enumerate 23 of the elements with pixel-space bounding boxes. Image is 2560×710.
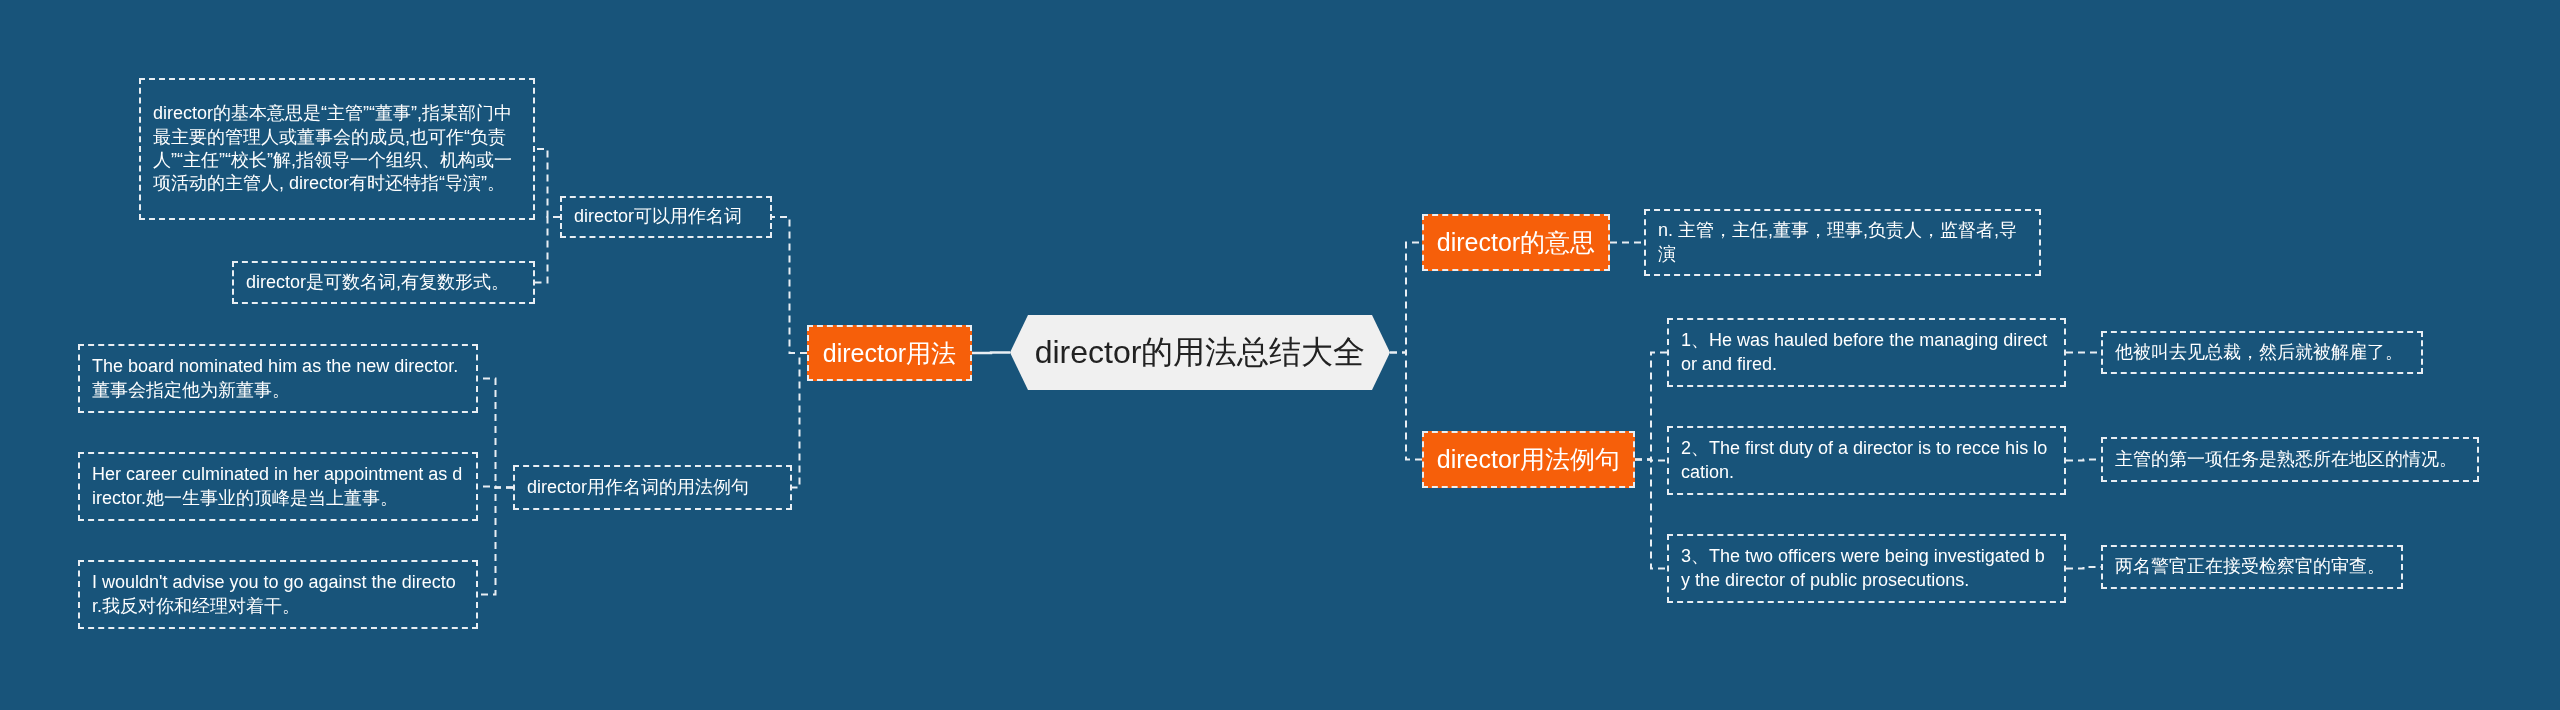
text-box: 他被叫去见总裁，然后就被解雇了。 bbox=[2101, 331, 2423, 374]
text-box: 1、He was hauled before the managing director and fired. bbox=[1667, 318, 2066, 387]
topic-box: director用法 bbox=[807, 325, 972, 381]
text-box: 3、The two officers were being investigated by the director of public prosecutions. bbox=[1667, 534, 2066, 603]
text-box: Her career culminated in her appointment as director.她一生事业的顶峰是当上董事。 bbox=[78, 452, 478, 521]
connector bbox=[1389, 351, 1423, 461]
text-box: 两名警官正在接受检察官的审查。 bbox=[2101, 545, 2403, 589]
topic-box: director的意思 bbox=[1422, 214, 1610, 271]
topic-box: director用法例句 bbox=[1422, 431, 1635, 488]
text-box: director的基本意思是“主管”“董事”,指某部门中最主要的管理人或董事会的成员,也可作“负责人”“主任”“校长”解,指领导一个组织、机构或一项活动的主管人, director有时还特指“导演”。 bbox=[139, 78, 535, 220]
text-box: 主管的第一项任务是熟悉所在地区的情况。 bbox=[2101, 437, 2479, 482]
text-box: n. 主管，主任,董事，理事,负责人，监督者,导演 bbox=[1644, 209, 2041, 276]
text-box: The board nominated him as the new director.董事会指定他为新董事。 bbox=[78, 344, 478, 413]
text-box: director可以用作名词 bbox=[560, 196, 772, 238]
connector bbox=[1634, 458, 1668, 570]
text-box: director是可数名词,有复数形式。 bbox=[232, 261, 535, 304]
text-box: I wouldn't advise you to go against the director.我反对你和经理对着干。 bbox=[78, 560, 478, 629]
text-box: director用作名词的用法例句 bbox=[513, 465, 792, 510]
central-topic: director的用法总结大全 bbox=[1010, 315, 1390, 390]
connector bbox=[791, 352, 808, 489]
text-box: 2、The first duty of a director is to recce his location. bbox=[1667, 426, 2066, 495]
connector bbox=[534, 216, 561, 284]
connector bbox=[972, 351, 1010, 355]
